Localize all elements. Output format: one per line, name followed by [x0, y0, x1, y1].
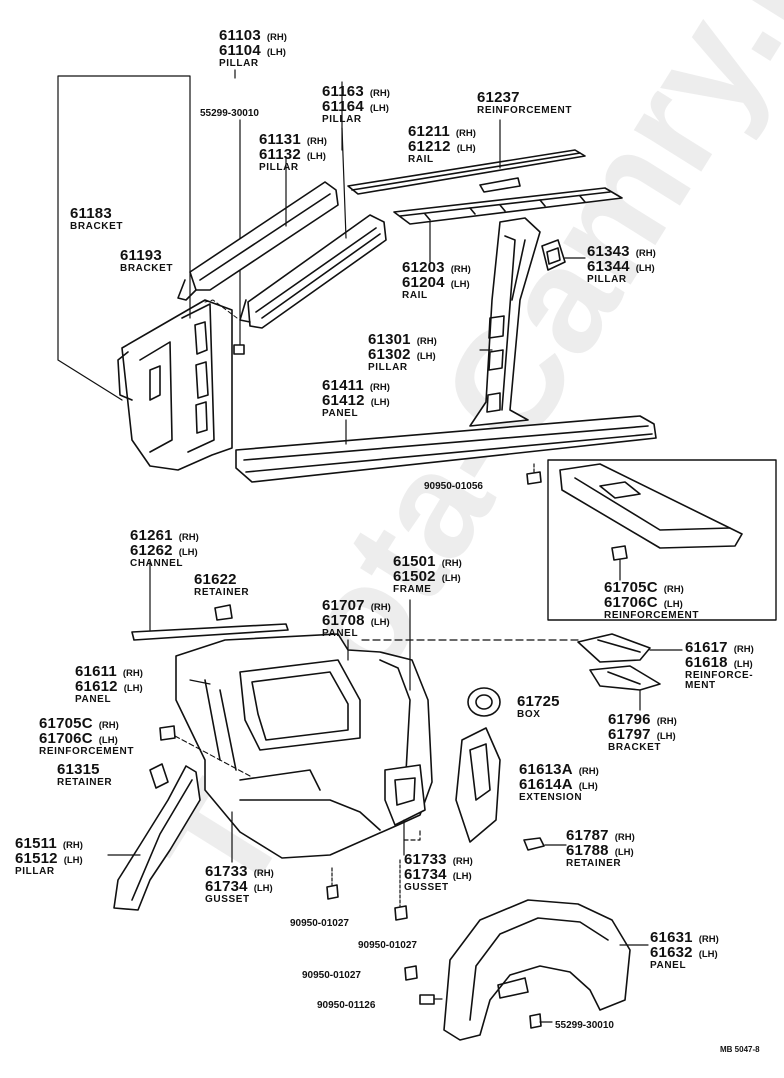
part-label-61631: 61631(RH) 61632(LH) PANEL — [650, 929, 719, 971]
part-label-90950-01027-c: 90950-01027 — [302, 970, 361, 981]
part-label-61237: 61237 REINFORCEMENT — [477, 89, 573, 116]
part-label-61611: 61611(RH) 61612(LH) PANEL — [75, 663, 143, 705]
part-label-61203: 61203(RH) 61204(LH) RAIL — [402, 259, 471, 301]
part-label-61261: 61261(RH) 61262(LH) CHANNEL — [130, 527, 199, 569]
wheelhouse-panel-61631 — [443, 899, 631, 1041]
part-label-61511: 61511(RH) 61512(LH) PILLAR — [15, 835, 83, 877]
part-label-55299-bottom: 55299-30010 — [555, 1020, 614, 1031]
part-label-90950-01027-a: 90950-01027 — [290, 918, 349, 929]
part-label-61103: 61103(RH) 61104(LH) PILLAR — [219, 27, 287, 69]
part-label-90950-01027-b: 90950-01027 — [358, 940, 417, 951]
part-label-61622: 61622 RETAINER — [194, 571, 250, 598]
part-label-61725: 61725 BOX — [517, 693, 560, 720]
part-label-61343: 61343(RH) 61344(LH) PILLAR — [587, 243, 656, 285]
diagram-code: MB 5047-8 — [720, 1045, 760, 1054]
part-label-61411: 61411(RH) 61412(LH) PANEL — [322, 377, 390, 419]
part-label-61617: 61617(RH) 61618(LH) REINFORCE-MENT — [685, 639, 754, 691]
part-label-61315: 61315 RETAINER — [57, 761, 113, 788]
reinforcement-61237 — [347, 149, 586, 195]
center-pillar-61301 — [469, 217, 541, 427]
rocker-panel-61411 — [235, 415, 657, 483]
part-label-61733-right: 61733(RH) 61734(LH) GUSSET — [404, 851, 473, 893]
part-label-61707: 61707(RH) 61708(LH) PANEL — [322, 597, 391, 639]
part-label-61301: 61301(RH) 61302(LH) PILLAR — [368, 331, 437, 373]
part-label-61705c-inset: 61705C(RH) 61706C(LH) REINFORCEMENT — [604, 579, 700, 621]
part-label-55299-top: 55299-30010 — [200, 108, 259, 119]
part-label-61193: 61193 BRACKET — [120, 247, 174, 274]
reinforcement-61617 — [577, 633, 661, 691]
part-label-61211: 61211(RH) 61212(LH) RAIL — [408, 123, 476, 165]
part-label-90950-01126: 90950-01126 — [317, 1000, 376, 1011]
front-pillar-assembly — [117, 299, 233, 471]
pillar-61511 — [113, 765, 201, 911]
part-label-61163: 61163(RH) 61164(LH) PILLAR — [322, 83, 390, 125]
part-label-61705c: 61705C(RH) 61706C(LH) REINFORCEMENT — [39, 715, 135, 757]
extension-61613a — [455, 727, 501, 843]
part-label-61733-left: 61733(RH) 61734(LH) GUSSET — [205, 863, 274, 905]
part-label-61183: 61183 BRACKET — [70, 205, 124, 232]
part-label-61796: 61796(RH) 61797(LH) BRACKET — [608, 711, 677, 753]
rail-61203 — [393, 187, 623, 225]
part-label-61787: 61787(RH) 61788(LH) RETAINER — [566, 827, 635, 869]
part-label-61613a: 61613A(RH) 61614A(LH) EXTENSION — [519, 761, 599, 803]
quarter-panel-61611 — [175, 633, 433, 859]
part-label-90950-01056: 90950-01056 — [424, 481, 483, 492]
part-label-61501: 61501(RH) 61502(LH) FRAME — [393, 553, 462, 595]
part-label-61131: 61131(RH) 61132(LH) PILLAR — [259, 131, 327, 173]
pillar-61163 — [239, 214, 387, 329]
pillar-61131 — [177, 181, 339, 301]
reinforcement-61705c-inset — [559, 463, 743, 561]
